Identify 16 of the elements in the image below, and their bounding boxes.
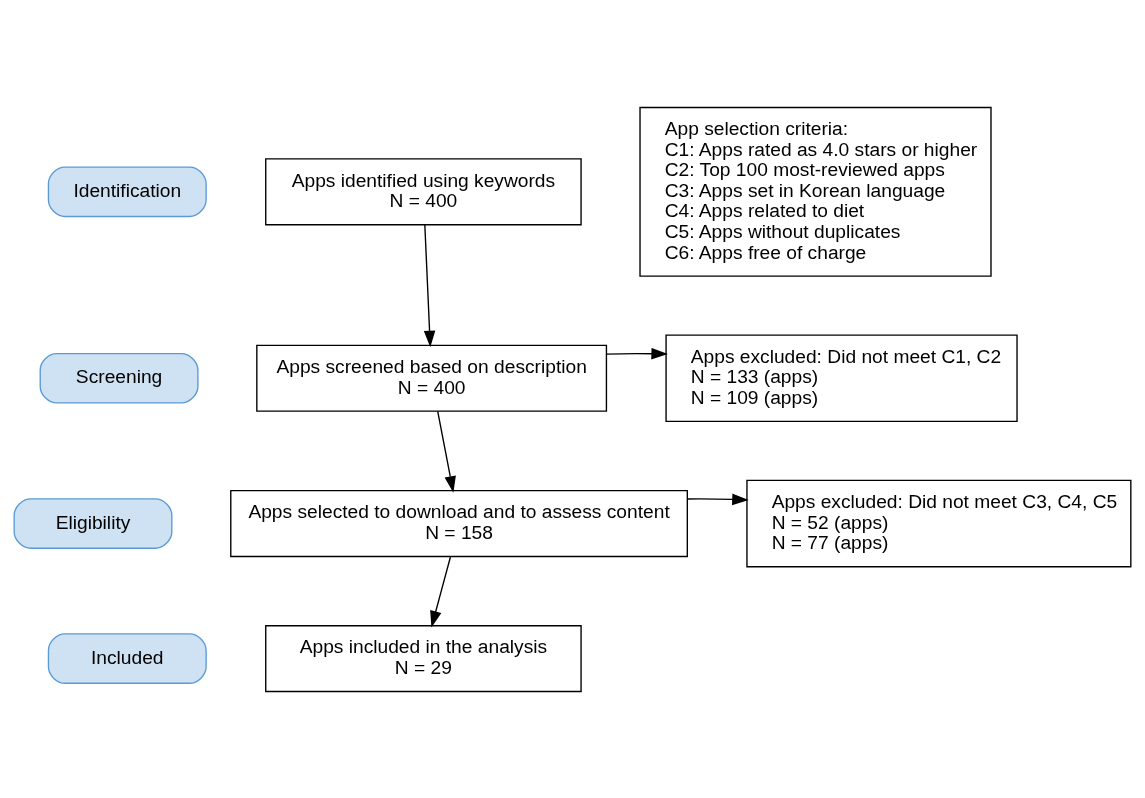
arrow [605, 347, 668, 359]
arrow [423, 223, 436, 347]
node-box: Eligibility [13, 497, 173, 549]
node-box: App selection criteria: C1: Apps rated as 4.0 stars or higher C2: Top 100 most-reviewed apps C3: Apps set in Korean language C4: Apps related to diet C5: Apps without duplicates C6: Apps free of charge [639, 106, 992, 277]
node-box: Identification [47, 165, 207, 217]
arrow [687, 493, 749, 505]
node-box: Apps identified using keywords N = 400 [265, 157, 582, 225]
arrow [437, 410, 456, 493]
node-box: Included [47, 632, 207, 684]
node-box: Screening [39, 352, 199, 404]
node-box: Apps included in the analysis N = 29 [265, 624, 582, 692]
node-box: Apps excluded: Did not meet C3, C4, C5 N = 52 (apps) N = 77 (apps) [746, 479, 1132, 567]
node-box: Apps excluded: Did not meet C1, C2 N = 133 (apps) N = 109 (apps) [665, 333, 1018, 422]
node-box: Apps selected to download and to assess content N = 158 [230, 489, 688, 557]
node-box: Apps screened based on description N = 400 [256, 344, 608, 412]
arrow [430, 555, 452, 628]
